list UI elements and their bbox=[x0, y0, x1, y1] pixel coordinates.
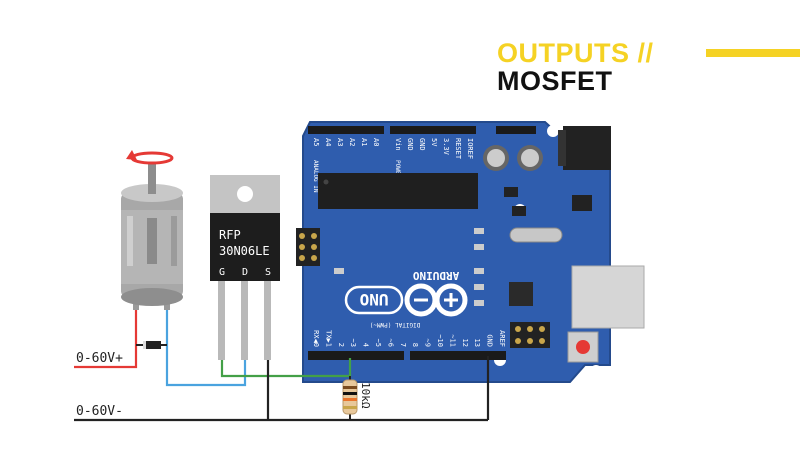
pin-label: RX◀0 bbox=[312, 330, 320, 347]
flyback-diode bbox=[143, 341, 161, 349]
reset-button[interactable] bbox=[567, 331, 599, 363]
crystal bbox=[509, 227, 563, 243]
diagram-subtitle: MOSFET bbox=[497, 66, 613, 96]
pin-label: RESET bbox=[454, 138, 462, 160]
analog-header-label: ANALOG IN bbox=[312, 160, 319, 193]
power-header-label: POWER bbox=[394, 160, 401, 178]
mount-hole bbox=[590, 365, 602, 377]
pin-label: 7 bbox=[399, 343, 407, 347]
microcontroller-chip bbox=[318, 173, 478, 209]
pin-label: A2 bbox=[348, 138, 356, 146]
uno-badge bbox=[344, 285, 404, 315]
pin-label: A0 bbox=[372, 138, 380, 146]
pin-label: AREF bbox=[498, 330, 506, 347]
pin-label: 2 bbox=[337, 343, 345, 347]
pin-label: A4 bbox=[324, 138, 332, 146]
mosfet-transistor bbox=[210, 175, 280, 360]
pin-label: GND bbox=[406, 138, 414, 151]
usb-port[interactable] bbox=[571, 265, 645, 329]
analog-header-strip[interactable] bbox=[308, 126, 384, 134]
resistor-label: 10kΩ bbox=[359, 382, 372, 409]
dc-motor bbox=[121, 162, 183, 310]
pin-label: ~10 bbox=[436, 334, 444, 347]
mosfet-label-line2: 30N06LE bbox=[219, 244, 270, 258]
digital-header-label: DIGITAL (PWM~) bbox=[370, 321, 421, 328]
pin-label: Vin bbox=[394, 138, 402, 151]
mosfet-pin-g: G bbox=[219, 267, 225, 278]
power-header-strip[interactable] bbox=[390, 126, 476, 134]
pin-label: 4 bbox=[362, 343, 370, 347]
positive-rail-label: 0-60V+ bbox=[76, 351, 123, 366]
pin-label: A5 bbox=[312, 138, 320, 146]
gate-wire bbox=[220, 358, 352, 378]
rotation-arrow-icon bbox=[126, 150, 174, 165]
pin-label: GND bbox=[418, 138, 426, 151]
digital-header-low[interactable] bbox=[308, 351, 404, 360]
drain-wire bbox=[165, 308, 247, 387]
pin-label: A3 bbox=[336, 138, 344, 146]
pin-label: ~3 bbox=[349, 339, 357, 347]
pin-label: ~11 bbox=[448, 334, 456, 347]
pin-label: GND bbox=[486, 334, 494, 347]
mosfet-pin-s: S bbox=[265, 267, 271, 278]
power-jack bbox=[563, 126, 611, 170]
mount-hole bbox=[547, 125, 559, 137]
mosfet-label-line1: RFP bbox=[219, 228, 241, 242]
pin-label: 5V bbox=[430, 138, 438, 147]
pin-label: ~5 bbox=[374, 339, 382, 347]
pin-label: ~6 bbox=[386, 339, 394, 347]
pin-label: 8 bbox=[411, 343, 419, 347]
pin-label: ~9 bbox=[424, 339, 432, 347]
positive-rail-wire bbox=[74, 308, 138, 369]
pin-label: IOREF bbox=[466, 138, 474, 159]
pin-label: 12 bbox=[461, 339, 469, 347]
power-pin-labels: Vin GND GND 5V 3.3V RESET IOREF bbox=[394, 138, 474, 160]
arduino-brand-label: ARDUINO bbox=[412, 269, 459, 282]
arduino-infinity-icon bbox=[404, 283, 468, 317]
pin-label: 13 bbox=[473, 339, 481, 347]
icsp-header-right[interactable] bbox=[510, 322, 550, 348]
analog-pin-labels: A5 A4 A3 A2 A1 A0 bbox=[312, 138, 380, 146]
pin-label: 3.3V bbox=[442, 138, 450, 156]
top-header-strip[interactable] bbox=[496, 126, 536, 134]
digital-header-high[interactable] bbox=[410, 351, 506, 360]
pin-label: TX▶1 bbox=[324, 330, 332, 347]
mosfet-pin-d: D bbox=[242, 267, 248, 278]
pulldown-resistor bbox=[342, 379, 358, 415]
icsp-header-left[interactable] bbox=[296, 228, 320, 266]
pin-label: A1 bbox=[360, 138, 368, 146]
arduino-model-label: UNO bbox=[360, 290, 389, 309]
diagram-title: OUTPUTS // bbox=[497, 38, 654, 68]
accent-bar bbox=[706, 49, 800, 57]
negative-rail-label: 0-60V- bbox=[76, 404, 123, 419]
usb-chip bbox=[509, 282, 533, 306]
